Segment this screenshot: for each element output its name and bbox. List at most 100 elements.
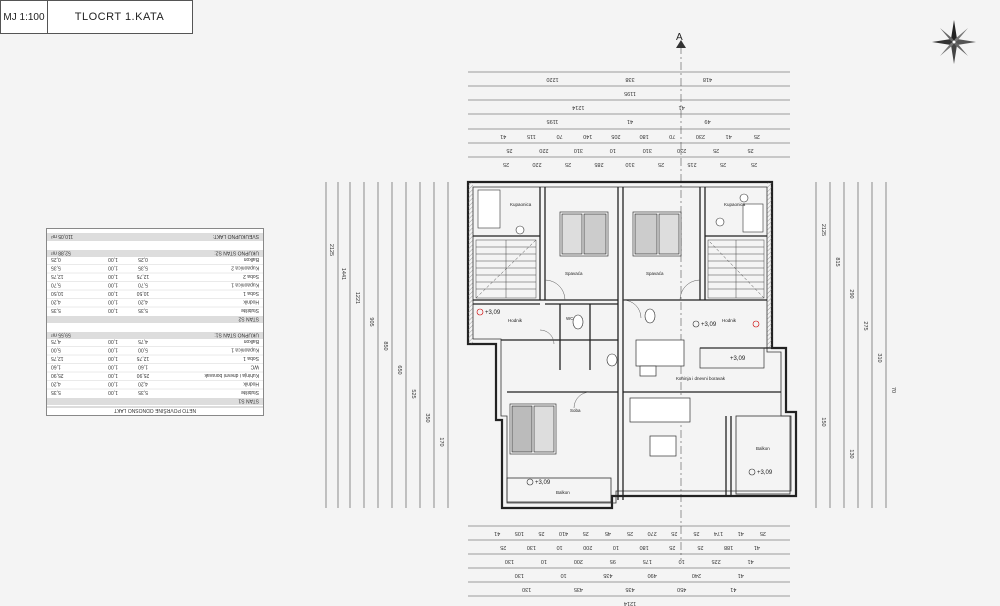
legend-unit2-total-label: UKUPNO STAN S2: xyxy=(214,250,259,256)
top-dim-value: 230 xyxy=(677,147,686,153)
bottom-dim-value: 240 xyxy=(692,572,701,578)
level-marker-balkon: +3,09 xyxy=(757,470,773,476)
bathroom-fixtures xyxy=(477,189,764,367)
legend-cell: Soba 1 xyxy=(243,355,259,361)
top-dim-value: 25 xyxy=(658,161,664,167)
room-label-hodnik-right: Hodnik xyxy=(722,318,737,323)
legend-cell: 1,00 xyxy=(108,347,118,353)
legend-cell: 1,00 xyxy=(108,273,118,279)
room-label-soba: Soba xyxy=(570,408,581,413)
sheet-title: TLOCRT 1.KATA xyxy=(74,11,165,23)
room-label-spavaca-2: Spavaća xyxy=(646,271,664,276)
stairs-left xyxy=(475,239,537,299)
bottom-dim-value: 95 xyxy=(610,558,616,564)
room-label-kuhinja: Kuhinja i dnevni boravak xyxy=(676,376,726,381)
room-label-kupaonica-right: Kupaonica xyxy=(724,202,746,207)
legend-cell: 10,50 xyxy=(137,290,150,296)
bottom-dim-value: 450 xyxy=(677,586,686,592)
level-marker-left: +3,09 xyxy=(485,310,501,316)
top-dim-value: 115 xyxy=(527,133,536,139)
top-dim-value: 220 xyxy=(539,147,548,153)
legend-cell: 5,35 xyxy=(138,307,148,313)
bottom-dim-value: 130 xyxy=(505,558,514,564)
top-dim-value: 310 xyxy=(574,147,583,153)
top-dim-value: 1195 xyxy=(547,118,559,124)
bottom-dim-value: 175 xyxy=(643,558,652,564)
right-dim-value: 275 xyxy=(862,321,868,330)
top-dim-value: 418 xyxy=(703,76,712,82)
legend-cell: 1,00 xyxy=(108,290,118,296)
top-dim-value: 25 xyxy=(720,161,726,167)
top-dim-value: 41 xyxy=(679,104,685,110)
kitchen-furniture xyxy=(629,339,765,457)
room-label-balkon-right: Balkon xyxy=(756,446,770,451)
section-marker: A xyxy=(676,32,686,560)
legend-cell: 0,25 xyxy=(138,256,148,262)
legend-grand-total: 110,05 m² xyxy=(51,233,73,239)
bottom-dim-value: 10 xyxy=(679,558,685,564)
legend-grand-label: SVEUKUPNO LAKT: xyxy=(213,233,259,239)
bottom-dim-value: 25 xyxy=(760,530,766,536)
legend-cell: 12,75 xyxy=(137,355,150,361)
top-dim-value: 41 xyxy=(627,118,633,124)
bottom-dim-value: 225 xyxy=(712,558,721,564)
legend-cell: 5,70 xyxy=(138,282,148,288)
level-marker-mid: +3,09 xyxy=(701,322,717,328)
right-dim-value: 130 xyxy=(848,449,854,458)
legend-cell: 12,75 xyxy=(51,273,64,279)
bottom-dim-value: 435 xyxy=(625,586,634,592)
legend-cell: 5,35 xyxy=(51,265,61,271)
legend-header: NETO POVRŠINE ODNOSNO LAKT xyxy=(114,407,196,414)
room-label-kupaonica-left: Kupaonica xyxy=(510,202,532,207)
legend-cell: 4,75 xyxy=(51,338,61,344)
top-dim-value: 70 xyxy=(556,133,562,139)
top-dim-value: 215 xyxy=(687,161,696,167)
bottom-dim-value: 200 xyxy=(583,544,592,550)
bottom-dim-value: 41 xyxy=(738,572,744,578)
right-dim-value: 290 xyxy=(848,289,854,298)
legend-unit1-name: STAN S1 xyxy=(238,398,259,404)
legend-cell: 4,20 xyxy=(51,381,61,387)
left-dim-value: 1441 xyxy=(340,268,346,280)
scale-label: MJ 1:100 xyxy=(1,1,48,33)
legend-cell: WC xyxy=(250,364,259,370)
legend-cell: 1,00 xyxy=(108,265,118,271)
top-dim-value: 205 xyxy=(611,133,620,139)
left-dim-value: 1221 xyxy=(354,292,360,304)
legend-cell: 1,00 xyxy=(108,372,118,378)
left-dim-value: 850 xyxy=(382,341,388,350)
bottom-dim-value: 435 xyxy=(574,586,583,592)
left-dim-value: 905 xyxy=(368,317,374,326)
legend-cell: 1,00 xyxy=(108,381,118,387)
legend-cell: Stubište xyxy=(241,307,259,313)
legend-cell: 1,00 xyxy=(108,256,118,262)
legend-cell: 5,35 xyxy=(138,265,148,271)
room-label-hodnik-left: Hodnik xyxy=(508,318,523,323)
bottom-dim-value: 435 xyxy=(603,572,612,578)
legend-unit1-total: 59,55 m² xyxy=(51,332,71,338)
bottom-dim-value: 105 xyxy=(515,530,524,536)
balcony-right xyxy=(735,415,791,495)
bottom-dim-value: 45 xyxy=(605,530,611,536)
bed-top-left-icon xyxy=(559,211,609,257)
legend-cell: 4,75 xyxy=(138,338,148,344)
legend-cell: 10,50 xyxy=(51,290,64,296)
bottom-dim-value: 25 xyxy=(627,530,633,536)
door-swings xyxy=(539,279,701,409)
top-dim-value: 25 xyxy=(747,147,753,153)
bottom-dim-value: 10 xyxy=(613,544,619,550)
top-dim-value: 70 xyxy=(669,133,675,139)
bottom-dim-value: 41 xyxy=(494,530,500,536)
bottom-dim-value: 130 xyxy=(527,544,536,550)
legend-unit2-total: 52,88 m² xyxy=(51,250,71,256)
legend-cell: 4,20 xyxy=(138,299,148,305)
top-dim-value: 49 xyxy=(704,118,710,124)
top-dim-value: 25 xyxy=(754,133,760,139)
bottom-dim-value: 490 xyxy=(648,572,657,578)
bottom-dim-value: 25 xyxy=(583,530,589,536)
balcony-left xyxy=(506,477,612,503)
legend-cell: 5,35 xyxy=(51,307,61,313)
top-dim-value: 220 xyxy=(532,161,541,167)
legend-cell: 1,00 xyxy=(108,364,118,370)
